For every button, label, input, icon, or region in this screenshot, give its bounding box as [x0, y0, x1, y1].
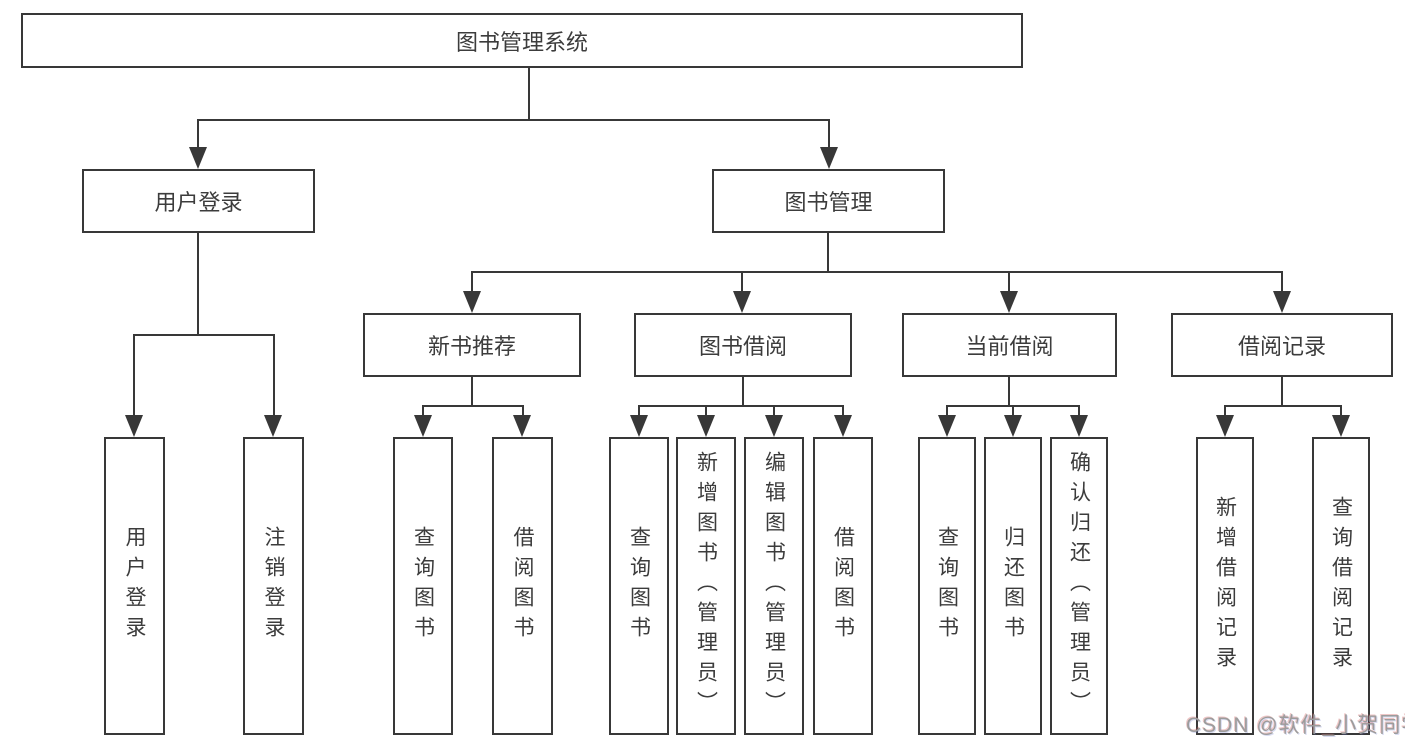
leaf-borrow-add: 新增图书（管理员）: [676, 437, 736, 735]
leaf-record-query: 查询借阅记录: [1312, 437, 1370, 735]
connector-userlogin-hline: [133, 334, 275, 336]
leaf-record-add-label: 新增借阅记录: [1213, 496, 1237, 676]
arrowhead-to-borrow-record: [1273, 291, 1291, 313]
arrowhead-to-leaf-current-confirm: [1070, 415, 1088, 437]
connector-root-stem: [528, 68, 530, 121]
arrowhead-to-leaf-newbook-query: [414, 415, 432, 437]
leaf-borrow-edit: 编辑图书（管理员）: [744, 437, 804, 735]
connector-root-drop-right: [828, 119, 830, 151]
arrowhead-to-book-management: [820, 147, 838, 169]
watermark: CSDN @软件_小贺同学: [1186, 714, 1405, 737]
arrowhead-to-leaf-borrow-add: [697, 415, 715, 437]
arrowhead-to-book-borrow: [733, 291, 751, 313]
leaf-borrow-borrow-label: 借阅图书: [831, 526, 855, 646]
leaf-record-add: 新增借阅记录: [1196, 437, 1254, 735]
connector-currentborrow-drop-2: [1012, 405, 1014, 420]
connector-currentborrow-drop-3: [1078, 405, 1080, 420]
connector-bookmgmt-hline: [471, 271, 1283, 273]
leaf-current-query-label: 查询图书: [935, 526, 959, 646]
leaf-newbook-borrow-label: 借阅图书: [511, 526, 534, 646]
leaf-borrow-edit-label: 编辑图书（管理员）: [762, 451, 786, 721]
connector-bookmgmt-drop-4: [1281, 271, 1283, 296]
arrowhead-to-current-borrow: [1000, 291, 1018, 313]
arrowhead-to-user-login: [189, 147, 207, 169]
node-new-book-recommend: 新书推荐: [363, 313, 581, 377]
leaf-borrow-query: 查询图书: [609, 437, 669, 735]
connector-bookborrow-hline: [638, 405, 844, 407]
arrowhead-to-leaf-logout: [264, 415, 282, 437]
connector-newbook-drop-1: [422, 405, 424, 420]
connector-root-hline: [197, 119, 830, 121]
connector-bookborrow-drop-1: [638, 405, 640, 420]
connector-borrowrecord-drop-1: [1224, 405, 1226, 420]
arrowhead-to-leaf-borrow-query: [630, 415, 648, 437]
leaf-borrow-add-label: 新增图书（管理员）: [694, 451, 718, 721]
leaf-newbook-query-label: 查询图书: [411, 526, 435, 646]
node-root: 图书管理系统: [21, 13, 1023, 68]
arrowhead-to-leaf-current-query: [938, 415, 956, 437]
arrowhead-to-leaf-current-return: [1004, 415, 1022, 437]
connector-userlogin-stem: [197, 233, 199, 336]
arrowhead-to-leaf-record-add: [1216, 415, 1234, 437]
arrowhead-to-leaf-record-query: [1332, 415, 1350, 437]
connector-bookborrow-drop-3: [773, 405, 775, 420]
connector-bookborrow-drop-4: [842, 405, 844, 420]
node-borrow-record: 借阅记录: [1171, 313, 1393, 377]
leaf-newbook-query: 查询图书: [393, 437, 453, 735]
connector-borrowrecord-drop-2: [1340, 405, 1342, 420]
connector-root-drop-left: [197, 119, 199, 151]
leaf-current-return-label: 归还图书: [1001, 526, 1025, 646]
leaf-newbook-borrow: 借阅图书: [492, 437, 553, 735]
leaf-record-query-label: 查询借阅记录: [1329, 496, 1353, 676]
connector-borrowrecord-stem: [1281, 377, 1283, 407]
arrowhead-to-leaf-borrow-edit: [765, 415, 783, 437]
arrowhead-to-leaf-user-login: [125, 415, 143, 437]
node-book-borrow: 图书借阅: [634, 313, 852, 377]
leaf-borrow-query-label: 查询图书: [627, 526, 651, 646]
arrowhead-to-leaf-newbook-borrow: [513, 415, 531, 437]
arrowhead-to-leaf-borrow-borrow: [834, 415, 852, 437]
connector-currentborrow-stem: [1008, 377, 1010, 407]
connector-newbook-drop-2: [522, 405, 524, 420]
connector-newbook-stem: [471, 377, 473, 407]
arrowhead-to-new-book-recommend: [463, 291, 481, 313]
connector-bookborrow-drop-2: [705, 405, 707, 420]
leaf-user-login-label: 用户登录: [123, 526, 146, 646]
connector-borrowrecord-hline: [1224, 405, 1342, 407]
leaf-borrow-borrow: 借阅图书: [813, 437, 873, 735]
leaf-user-login: 用户登录: [104, 437, 165, 735]
connector-bookmgmt-drop-1: [471, 271, 473, 296]
leaf-logout-label: 注销登录: [262, 526, 285, 646]
connector-newbook-hline: [422, 405, 524, 407]
node-book-management: 图书管理: [712, 169, 945, 233]
leaf-current-confirm-label: 确认归还（管理员）: [1067, 451, 1091, 721]
node-user-login: 用户登录: [82, 169, 315, 233]
connector-userlogin-drop-2: [273, 334, 275, 420]
leaf-current-query: 查询图书: [918, 437, 976, 735]
leaf-current-return: 归还图书: [984, 437, 1042, 735]
leaf-current-confirm: 确认归还（管理员）: [1050, 437, 1108, 735]
connector-userlogin-drop-1: [133, 334, 135, 420]
connector-bookborrow-stem: [742, 377, 744, 407]
connector-bookmgmt-drop-3: [1008, 271, 1010, 296]
leaf-logout: 注销登录: [243, 437, 304, 735]
connector-bookmgmt-stem: [827, 233, 829, 273]
connector-bookmgmt-drop-2: [741, 271, 743, 296]
node-current-borrow: 当前借阅: [902, 313, 1117, 377]
connector-currentborrow-drop-1: [946, 405, 948, 420]
